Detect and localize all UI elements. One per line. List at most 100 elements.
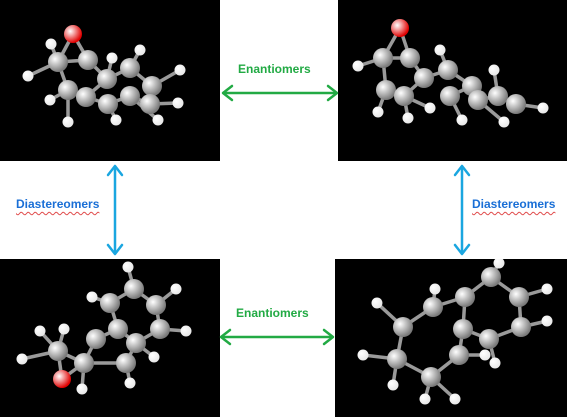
diastereomers-label-left: Diastereomers <box>16 197 100 211</box>
hydrogen-atom <box>44 94 56 106</box>
carbon-atom <box>108 319 128 339</box>
diastereomers-arrow-right <box>453 164 471 256</box>
hydrogen-atom <box>106 52 118 64</box>
hydrogen-atom <box>34 325 46 337</box>
hydrogen-atom <box>170 283 182 295</box>
hydrogen-atom <box>62 116 74 128</box>
hydrogen-atom <box>124 377 136 389</box>
carbon-atom <box>146 295 166 315</box>
molecule-top-right <box>352 19 549 128</box>
hydrogen-atom <box>402 112 414 124</box>
hydrogen-atom <box>172 97 184 109</box>
hydrogen-atom <box>22 70 34 82</box>
hydrogen-atom <box>488 64 500 76</box>
diastereomers-label-right: Diastereomers <box>472 197 556 211</box>
hydrogen-atom <box>419 393 431 405</box>
hydrogen-atom <box>134 44 146 56</box>
carbon-atom <box>423 297 443 317</box>
hydrogen-atom <box>541 315 553 327</box>
carbon-atom <box>78 50 98 70</box>
carbon-atom <box>74 353 94 373</box>
carbon-atom <box>120 86 140 106</box>
hydrogen-atom <box>387 379 399 391</box>
carbon-atom <box>58 80 78 100</box>
carbon-atom <box>440 86 460 106</box>
hydrogen-atom <box>110 114 122 126</box>
carbon-atom <box>453 319 473 339</box>
diastereomers-arrow-left <box>106 164 124 256</box>
carbon-atom <box>455 287 475 307</box>
carbon-atom <box>124 279 144 299</box>
carbon-atom <box>373 48 393 68</box>
hydrogen-atom <box>180 325 192 337</box>
hydrogen-atom <box>537 102 549 114</box>
carbon-atom <box>150 319 170 339</box>
hydrogen-atom <box>493 259 505 269</box>
hydrogen-atom <box>424 102 436 114</box>
carbon-atom <box>48 341 68 361</box>
hydrogen-atom <box>449 393 461 405</box>
carbon-atom <box>48 52 68 72</box>
enantiomers-arrow-top <box>221 84 339 102</box>
hydrogen-atom <box>372 106 384 118</box>
hydrogen-atom <box>174 64 186 76</box>
carbon-atom <box>116 353 136 373</box>
carbon-atom <box>86 329 106 349</box>
enantiomers-arrow-bottom <box>219 328 335 346</box>
carbon-atom <box>438 60 458 80</box>
enantiomers-label-top: Enantiomers <box>238 62 311 76</box>
hydrogen-atom <box>122 261 134 273</box>
molecule-panel-top-right <box>338 0 567 161</box>
carbon-atom <box>468 90 488 110</box>
carbon-atom <box>414 68 434 88</box>
hydrogen-atom <box>371 297 383 309</box>
carbon-atom <box>421 367 441 387</box>
hydrogen-atom <box>456 114 468 126</box>
carbon-atom <box>509 287 529 307</box>
oxygen-atom <box>391 19 409 37</box>
carbon-atom <box>120 58 140 78</box>
molecule-panel-bottom-right <box>335 259 567 417</box>
carbon-atom <box>393 317 413 337</box>
carbon-atom <box>481 267 501 287</box>
carbon-atom <box>76 87 96 107</box>
hydrogen-atom <box>479 349 491 361</box>
carbon-atom <box>126 333 146 353</box>
molecule-panel-bottom-left <box>0 259 220 417</box>
enantiomers-label-bottom: Enantiomers <box>236 306 309 320</box>
hydrogen-atom <box>148 351 160 363</box>
hydrogen-atom <box>16 353 28 365</box>
hydrogen-atom <box>489 357 501 369</box>
carbon-atom <box>142 76 162 96</box>
carbon-atom <box>449 345 469 365</box>
carbon-atom <box>98 94 118 114</box>
hydrogen-atom <box>152 114 164 126</box>
molecule-panel-top-left <box>0 0 220 161</box>
carbon-atom <box>479 329 499 349</box>
carbon-atom <box>511 317 531 337</box>
carbon-atom <box>488 86 508 106</box>
carbon-atom <box>376 80 396 100</box>
oxygen-atom <box>53 370 71 388</box>
hydrogen-atom <box>357 349 369 361</box>
hydrogen-atom <box>45 38 57 50</box>
carbon-atom <box>387 349 407 369</box>
molecule-bottom-left <box>16 261 192 395</box>
hydrogen-atom <box>429 283 441 295</box>
oxygen-atom <box>64 25 82 43</box>
carbon-atom <box>394 86 414 106</box>
hydrogen-atom <box>352 60 364 72</box>
carbon-atom <box>400 48 420 68</box>
hydrogen-atom <box>541 283 553 295</box>
carbon-atom <box>506 94 526 114</box>
hydrogen-atom <box>498 116 510 128</box>
carbon-atom <box>100 293 120 313</box>
molecule-top-left <box>22 25 186 128</box>
carbon-atom <box>140 94 160 114</box>
hydrogen-atom <box>86 291 98 303</box>
hydrogen-atom <box>76 383 88 395</box>
carbon-atom <box>97 69 117 89</box>
molecule-bottom-right <box>357 259 553 405</box>
hydrogen-atom <box>434 44 446 56</box>
hydrogen-atom <box>58 323 70 335</box>
